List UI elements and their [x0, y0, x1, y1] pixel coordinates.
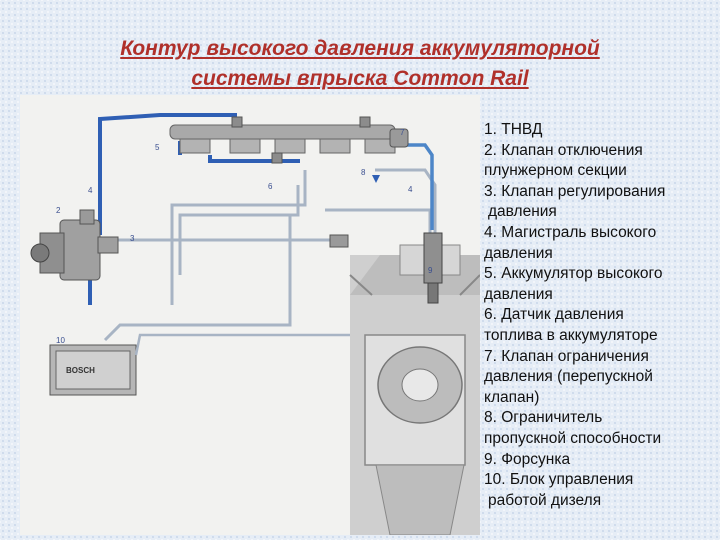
legend-line: 5. Аккумулятор высокого [484, 265, 663, 283]
injector-line [405, 143, 434, 230]
legend-line: 6. Датчик давления [484, 306, 624, 324]
legend-line: давления [484, 244, 553, 262]
legend-line: 4. Магистраль высокого [484, 223, 657, 241]
legend-line: 1. ТНВД [484, 121, 543, 138]
legend-line: работой дизеля [488, 491, 602, 509]
label-10: 10 [56, 336, 65, 345]
ecu-box [49, 344, 137, 396]
label-4b: 4 [408, 185, 413, 194]
high-pressure-pump [30, 209, 119, 281]
legend-line: давления [488, 203, 557, 221]
label-5: 5 [155, 143, 160, 152]
title-line-2: системы впрыска Common Rail [191, 67, 529, 90]
legend-line: 10. Блок управления [484, 471, 634, 489]
pressure-valve-body [329, 234, 349, 248]
injector [423, 232, 443, 304]
legend-line: 9. Форсунка [484, 450, 571, 468]
slide-title: Контур высокого давления аккумуляторной … [40, 34, 680, 94]
label-2: 2 [56, 206, 61, 215]
engine-block [349, 244, 481, 536]
legend-line: плунжерном секции [484, 162, 627, 180]
label-3: 3 [130, 234, 135, 243]
legend-line: топлива в аккумуляторе [484, 326, 658, 344]
ecu-brand-label: BOSCH [66, 366, 95, 375]
legend-line: 8. Ограничитель [484, 409, 603, 427]
title-line-1: Контур высокого давления аккумуляторной [120, 37, 600, 60]
legend-line: 3. Клапан регулирования [484, 182, 666, 200]
flow-arrows [82, 175, 380, 273]
rail-accumulator [169, 116, 409, 164]
diagram-svg: BOSCH 2 3 4 4 5 6 7 8 9 10 [30, 113, 481, 536]
label-8: 8 [361, 168, 366, 177]
label-9: 9 [428, 266, 433, 275]
legend-line: 2. Клапан отключения [484, 141, 643, 159]
legend-line: давления (перепускной [484, 368, 653, 386]
ecu-wire [134, 333, 350, 356]
legend-line: давления [484, 285, 553, 303]
legend-line: 7. Клапан ограничения [484, 347, 649, 365]
label-4a: 4 [88, 186, 93, 195]
component-legend: 1. ТНВД 2. Клапан отключения плунжерном … [484, 120, 716, 511]
legend-line: клапан) [484, 388, 540, 406]
label-6: 6 [268, 182, 273, 191]
legend-line: пропускной способности [484, 429, 662, 447]
common-rail-diagram: BOSCH 2 3 4 4 5 6 7 8 9 10 [20, 95, 481, 536]
label-7: 7 [400, 128, 405, 137]
